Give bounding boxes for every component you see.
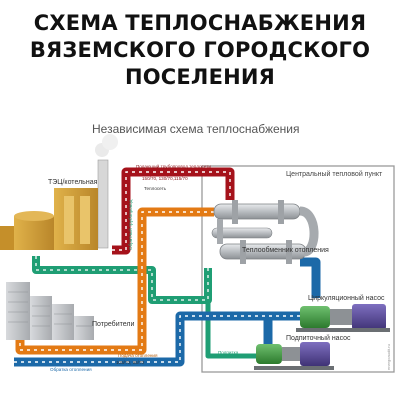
- makeup-pump-label: Подпиточный насос: [286, 334, 351, 342]
- supply-pipe-label: Подающий трубопровод теплосети: [136, 163, 211, 169]
- heating-supply-label: Подача отопления: [118, 353, 158, 358]
- watermark: energoaudit.ru: [386, 344, 391, 370]
- return-main-label: Обратный трубопровод: [127, 199, 133, 250]
- heat-exchanger-label: Теплообменник отопления: [242, 246, 329, 254]
- heating-supply-arrows: [19, 211, 214, 351]
- makeup-label: Подпитка: [218, 350, 239, 355]
- heat-exchanger: [211, 200, 319, 264]
- circ-pump-label: Циркуляционный насос: [308, 294, 385, 302]
- heating-return-label: Обратка отопления: [50, 367, 92, 372]
- page-title: СХЕМА ТЕПЛОСНАБЖЕНИЯ ВЯЗЕМСКОГО ГОРОДСКО…: [0, 10, 400, 91]
- title-line-3: ПОСЕЛЕНИЯ: [124, 65, 276, 89]
- heat-source-plant: [0, 134, 118, 250]
- heating-temps-label: 105/70, 95/70: [116, 360, 145, 365]
- consumers-label: Потребители: [92, 320, 134, 328]
- makeup-pump: [254, 342, 334, 370]
- supply-flow-arrows: [112, 171, 231, 251]
- source-label: ТЭЦ/котельная: [48, 179, 98, 186]
- return-flow-arrows: [35, 256, 209, 301]
- supply-temps-label: 150/70, 130/70,115/70: [142, 176, 188, 181]
- title-line-1: СХЕМА ТЕПЛОСНАБЖЕНИЯ: [33, 11, 367, 35]
- consumer-buildings: [6, 282, 94, 340]
- circulation-pump: [296, 304, 390, 332]
- title-line-2: ВЯЗЕМСКОГО ГОРОДСКОГО: [29, 38, 371, 62]
- diagram-subtitle: Независимая схема теплоснабжения: [92, 122, 300, 136]
- return-pipe-label: Теплосеть: [144, 186, 167, 191]
- heating-return-arrows: [14, 315, 312, 363]
- ctp-label: Центральный тепловой пункт: [286, 170, 383, 178]
- return-pipe: [32, 256, 212, 304]
